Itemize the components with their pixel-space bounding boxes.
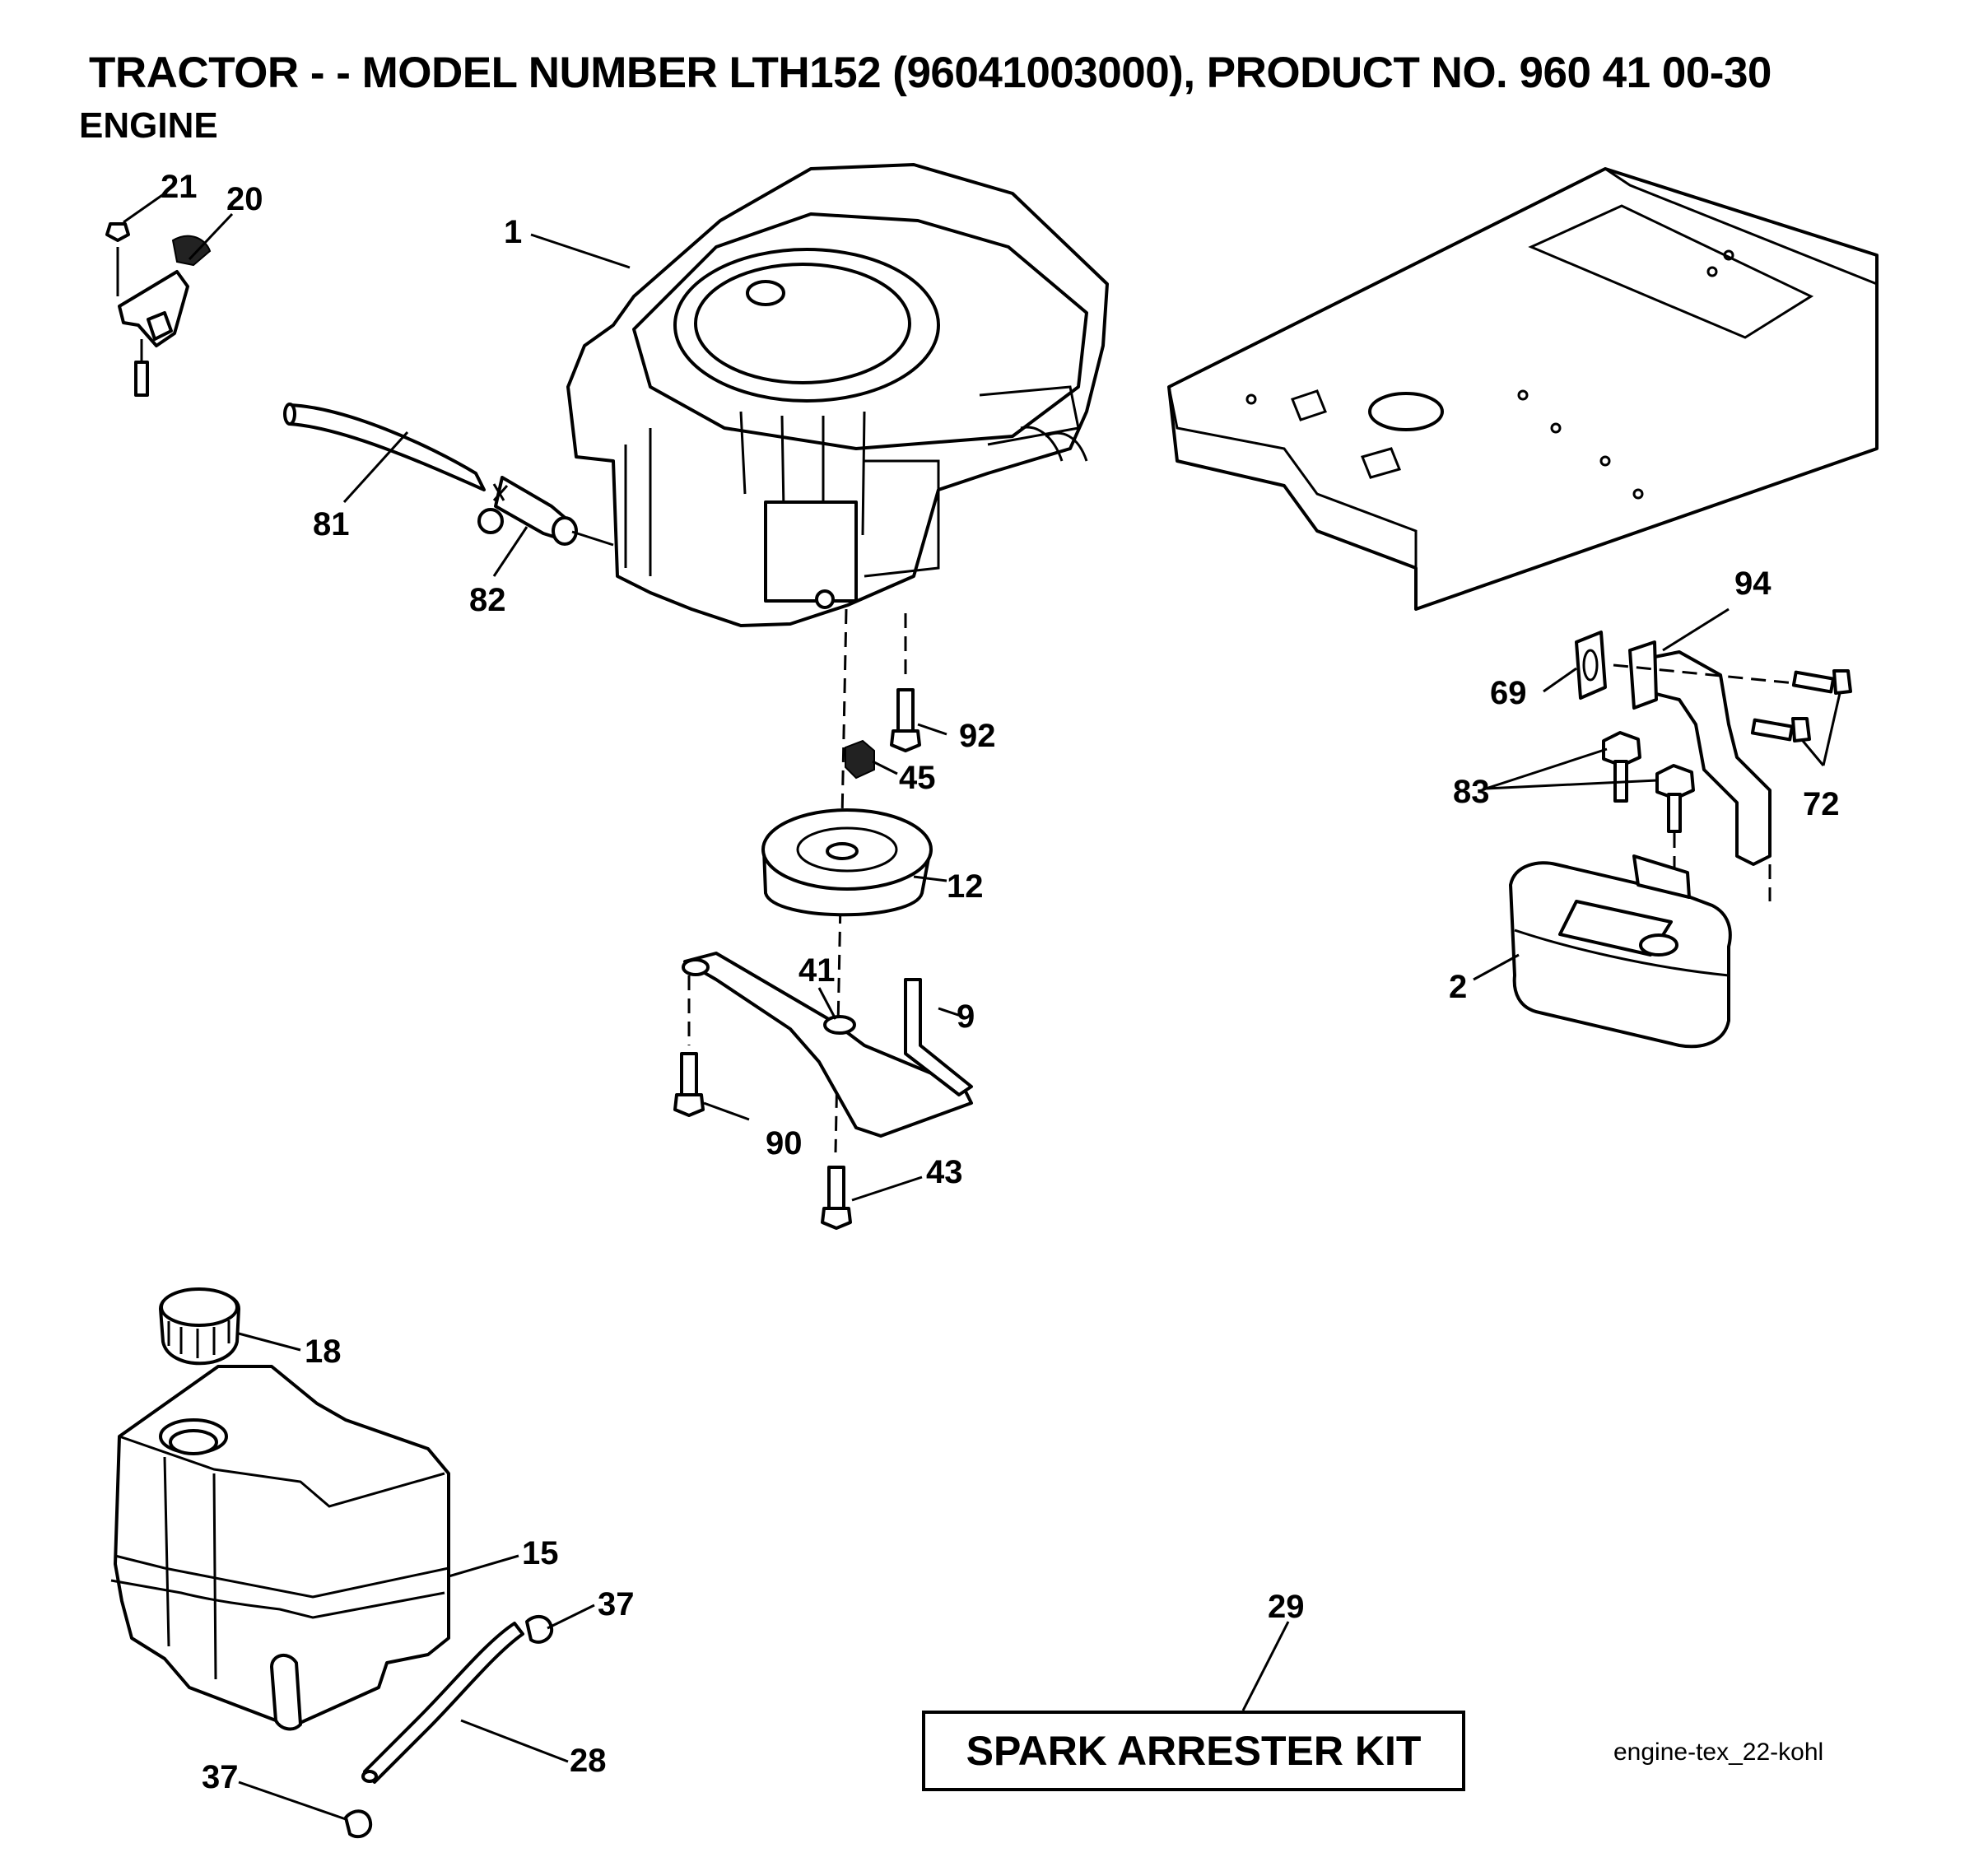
- exhaust-bolts-part: [1613, 663, 1852, 742]
- callout-69: 69: [1490, 675, 1527, 711]
- pulley-part: [761, 808, 933, 917]
- fuel-line-part: [283, 403, 486, 491]
- frame-plate-part: [1167, 167, 1879, 611]
- gasket-part: [1575, 631, 1607, 700]
- throttle-control-part: [105, 222, 212, 397]
- bolt-43-part: [821, 1166, 852, 1230]
- callout-83: 83: [1453, 774, 1490, 810]
- callout-2: 2: [1449, 969, 1467, 1005]
- callout-1: 1: [504, 214, 522, 250]
- hose-clamp-upper-part: [525, 1614, 554, 1644]
- page-title: TRACTOR - - MODEL NUMBER LTH152 (9604100…: [89, 49, 1772, 97]
- section-subtitle: ENGINE: [79, 105, 218, 146]
- callout-45: 45: [899, 760, 936, 796]
- nut-part: [845, 739, 875, 780]
- callout-28: 28: [570, 1743, 607, 1779]
- callout-81: 81: [313, 506, 350, 542]
- engine-part: [566, 163, 1109, 627]
- engine-bracket-part: [682, 952, 973, 1138]
- callout-82: 82: [469, 582, 506, 618]
- callout-20: 20: [226, 181, 263, 217]
- callout-15: 15: [522, 1535, 559, 1571]
- callout-90: 90: [766, 1125, 803, 1161]
- spark-arrester-kit-label: SPARK ARRESTER KIT: [966, 1728, 1422, 1774]
- callout-37-upper: 37: [598, 1586, 635, 1622]
- muffler-screws-part: [1602, 731, 1772, 901]
- hose-clamp-lower-part: [344, 1809, 373, 1839]
- callout-12: 12: [947, 868, 984, 905]
- callout-21: 21: [161, 169, 198, 205]
- callout-37-lower: 37: [202, 1759, 239, 1795]
- fuel-filter-part: [477, 476, 614, 547]
- callout-92: 92: [959, 718, 996, 754]
- bolt-92-part: [890, 688, 921, 752]
- fuel-cap-part: [159, 1287, 240, 1366]
- callout-43: 43: [926, 1154, 963, 1190]
- fuel-hose-part: [361, 1622, 524, 1784]
- callout-9: 9: [957, 998, 975, 1035]
- exhaust-pipe-part: [1628, 640, 1772, 866]
- callout-41: 41: [798, 952, 836, 989]
- bolt-90-part: [673, 975, 705, 1117]
- fuel-tank-part: [110, 1365, 450, 1731]
- callout-94: 94: [1734, 566, 1772, 602]
- callout-18: 18: [305, 1334, 342, 1370]
- callout-29: 29: [1268, 1589, 1305, 1625]
- muffler-part: [1509, 854, 1732, 1049]
- callout-leaders: [123, 192, 1841, 1821]
- callout-72: 72: [1803, 786, 1840, 822]
- spark-arrester-kit-box: SPARK ARRESTER KIT: [922, 1711, 1465, 1791]
- drawing-reference: engine-tex_22-kohl: [1613, 1739, 1824, 1766]
